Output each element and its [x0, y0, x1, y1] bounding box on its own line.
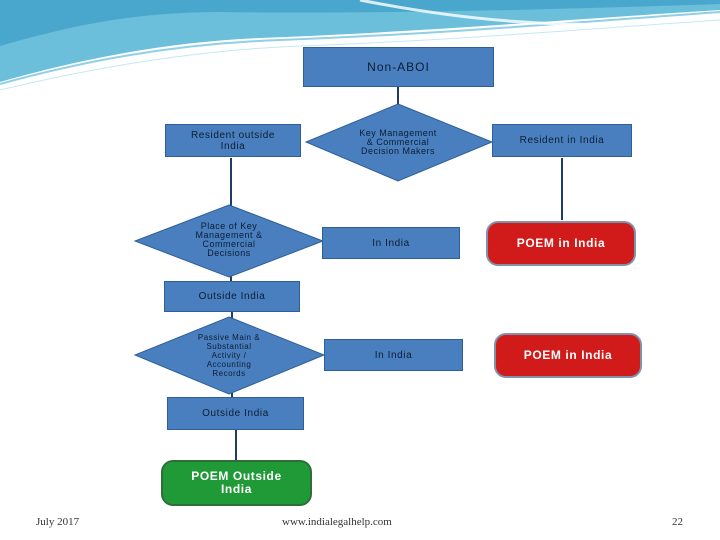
decision-passive-activity-label: Passive Main & Substantial Activity / Ac… [197, 332, 261, 378]
start-node-non-aboi: Non-ABOI [303, 47, 494, 87]
diamond-key-management [304, 103, 494, 182]
diamond-place-of-management [133, 204, 325, 278]
header-wave-decoration [0, 0, 720, 90]
diamond-passive-activity [133, 316, 326, 395]
footer-page-number: 22 [672, 516, 683, 528]
decision-place-of-management-label: Place of Key Management & Commercial Dec… [195, 221, 263, 258]
footer-website: www.indialegalhelp.com [282, 516, 392, 528]
node-poem-outside-india: POEM Outside India [161, 460, 312, 506]
decision-key-management-label: Key Management & Commercial Decision Mak… [359, 127, 437, 156]
node-poem-in-india-1: POEM in India [486, 221, 636, 266]
node-outside-india-2: Outside India [167, 397, 304, 430]
node-poem-in-india-2: POEM in India [494, 333, 642, 378]
node-in-india-2: In India [324, 339, 463, 371]
node-in-india-1: In India [322, 227, 460, 259]
node-outside-india-1: Outside India [164, 281, 300, 312]
footer-date: July 2017 [36, 516, 80, 528]
node-resident-in-india: Resident in India [492, 124, 632, 157]
node-resident-outside-india: Resident outside India [165, 124, 301, 157]
